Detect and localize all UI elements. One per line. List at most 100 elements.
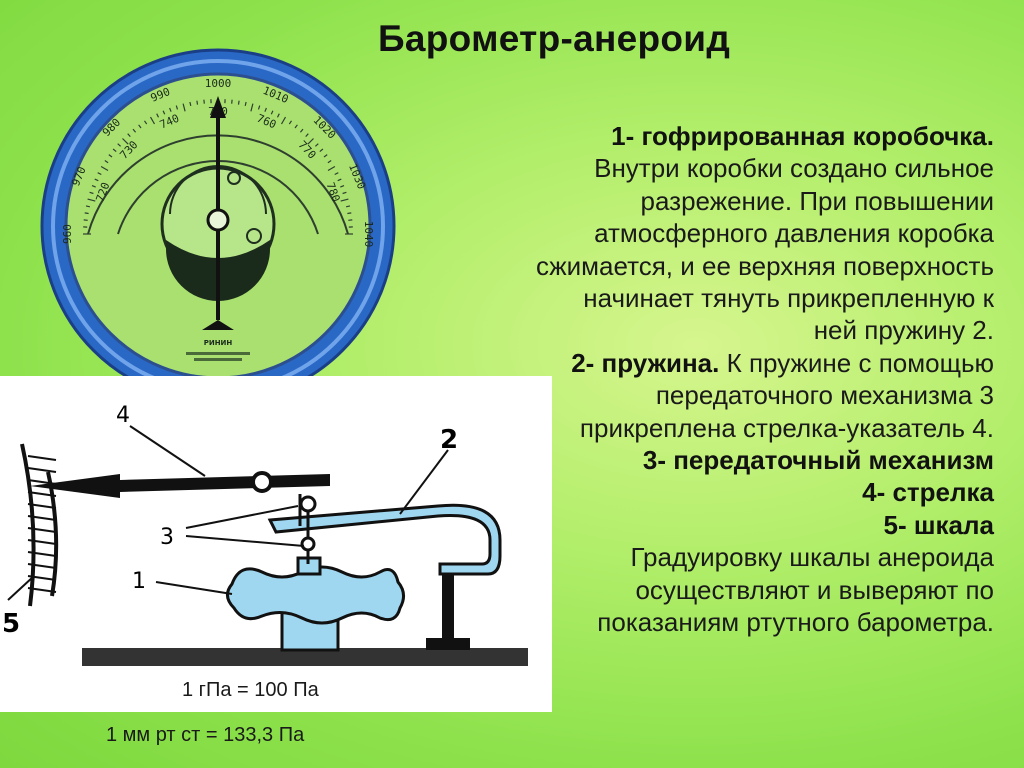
scale-tick xyxy=(264,107,267,112)
mechanism-gear xyxy=(246,228,262,244)
scale-tick xyxy=(108,154,113,158)
note-line: Градуировку шкалы анероида xyxy=(630,542,994,573)
item1-line: Внутри коробки создано сильное xyxy=(594,153,994,184)
scale-tick xyxy=(327,160,332,164)
dial-fine-print xyxy=(186,352,250,355)
aneroid-mechanism-diagram: 4 2 3 1 5 xyxy=(2,403,528,666)
scale-tick xyxy=(276,113,280,118)
dial-brand-text: РИНИН xyxy=(204,339,233,347)
label-5: 5 xyxy=(2,609,20,639)
label-1: 1 xyxy=(132,569,146,594)
scale-tick xyxy=(85,205,91,208)
note-line: осуществляют и выверяют по xyxy=(635,574,994,605)
scale-tick xyxy=(288,120,292,125)
scale-tick xyxy=(314,143,319,147)
scale-tick xyxy=(149,116,156,125)
scale-rung xyxy=(27,551,57,557)
item1-line: начинает тянуть прикрепленную к xyxy=(583,283,994,314)
linkage-joint xyxy=(299,495,317,513)
item2-heading: 2- пружина. xyxy=(571,347,720,378)
item1-line: сжимается, и ее верхняя поверхность xyxy=(535,250,994,281)
leader-line-3b xyxy=(185,535,305,547)
scale-tick xyxy=(91,185,96,188)
scale-tick xyxy=(112,148,117,153)
leader-line-3a xyxy=(185,505,299,529)
scale-tick xyxy=(305,133,309,138)
scale-tick xyxy=(257,105,261,110)
scale-tick xyxy=(104,160,109,164)
linkage-joint xyxy=(300,536,316,552)
scale-outer-arc xyxy=(20,443,36,607)
outer-scale-label: 1000 xyxy=(205,77,232,90)
outer-scale-label: 960 xyxy=(61,224,74,244)
pointer-pivot xyxy=(251,471,273,493)
mechanism-diagram-panel: 4 2 3 1 5 xyxy=(0,376,552,712)
scale-tick xyxy=(347,212,352,215)
scale-rung xyxy=(27,527,57,533)
item5-heading: 5- шкала xyxy=(883,509,994,540)
scale-tick xyxy=(307,138,314,145)
scale-tick xyxy=(244,101,247,107)
scale-tick xyxy=(127,133,131,138)
scale-tick xyxy=(138,124,142,129)
scale-rung xyxy=(27,491,57,497)
scale-tick xyxy=(100,165,109,172)
scale-tick xyxy=(342,191,347,195)
description-text: 1- гофрированная коробочка. Внутри короб… xyxy=(404,120,994,639)
leader-line-5 xyxy=(7,575,35,601)
page-title: Барометр-анероид xyxy=(378,18,731,59)
scale-tick xyxy=(280,116,287,125)
formula-mmhg: 1 мм рт ст = 133,3 Па xyxy=(106,724,305,746)
note-line: показаниям ртутного барометра. xyxy=(597,607,994,638)
spring-band xyxy=(267,503,502,576)
label-3: 3 xyxy=(160,525,174,550)
scale-rungs xyxy=(27,455,57,593)
leader-line-2 xyxy=(399,449,449,515)
scale-tick xyxy=(144,120,148,125)
scale-tick xyxy=(84,212,89,215)
scale-tick xyxy=(294,124,298,129)
scale-tick xyxy=(162,110,166,115)
scale-tick xyxy=(334,172,339,176)
base-plate xyxy=(82,648,528,666)
scale-ticks xyxy=(83,99,353,235)
scale-tick xyxy=(156,113,160,118)
scale-tick xyxy=(340,198,349,202)
scale-tick xyxy=(87,198,96,202)
item2-line: К пружине с помощью xyxy=(719,347,994,378)
scale-tick xyxy=(196,100,199,105)
pointer-tail xyxy=(202,320,234,330)
scale-rung xyxy=(27,467,57,473)
scale-tick xyxy=(319,148,324,153)
scale-inner-arc xyxy=(46,471,59,597)
scale-rung xyxy=(27,515,57,521)
item1-line: атмосферного давления коробка xyxy=(594,218,994,249)
scale-tick xyxy=(340,185,345,188)
scale-tick xyxy=(323,154,328,158)
scale-tick xyxy=(94,178,99,182)
scale-tick xyxy=(175,105,179,110)
scale-rung xyxy=(27,503,57,509)
scale-tick xyxy=(89,191,94,195)
scale-tick xyxy=(97,172,102,176)
scale-tick xyxy=(132,128,137,133)
leader-line-4 xyxy=(129,425,206,477)
inner-scale-label: 720 xyxy=(93,181,112,204)
item1-heading: 1- гофрированная коробочка. xyxy=(611,121,994,151)
label-4: 4 xyxy=(116,403,130,428)
scale-tick xyxy=(189,101,192,107)
item2-row: 2- пружина. К пружине с помощью xyxy=(404,347,994,379)
scale-tick xyxy=(250,103,254,112)
scale-tick xyxy=(299,128,304,133)
dial-fine-print xyxy=(194,358,242,361)
item3-heading: 3- передаточный механизм xyxy=(642,445,994,476)
item2-line: передаточного механизма 3 xyxy=(655,380,994,411)
scale-tick xyxy=(270,110,274,115)
scale-tick xyxy=(327,165,336,172)
scale-tick xyxy=(122,138,129,145)
label-2: 2 xyxy=(440,425,458,455)
outer-scale-label: 1040 xyxy=(362,221,375,248)
scale-tick xyxy=(237,100,240,105)
scale-rung xyxy=(27,563,57,569)
